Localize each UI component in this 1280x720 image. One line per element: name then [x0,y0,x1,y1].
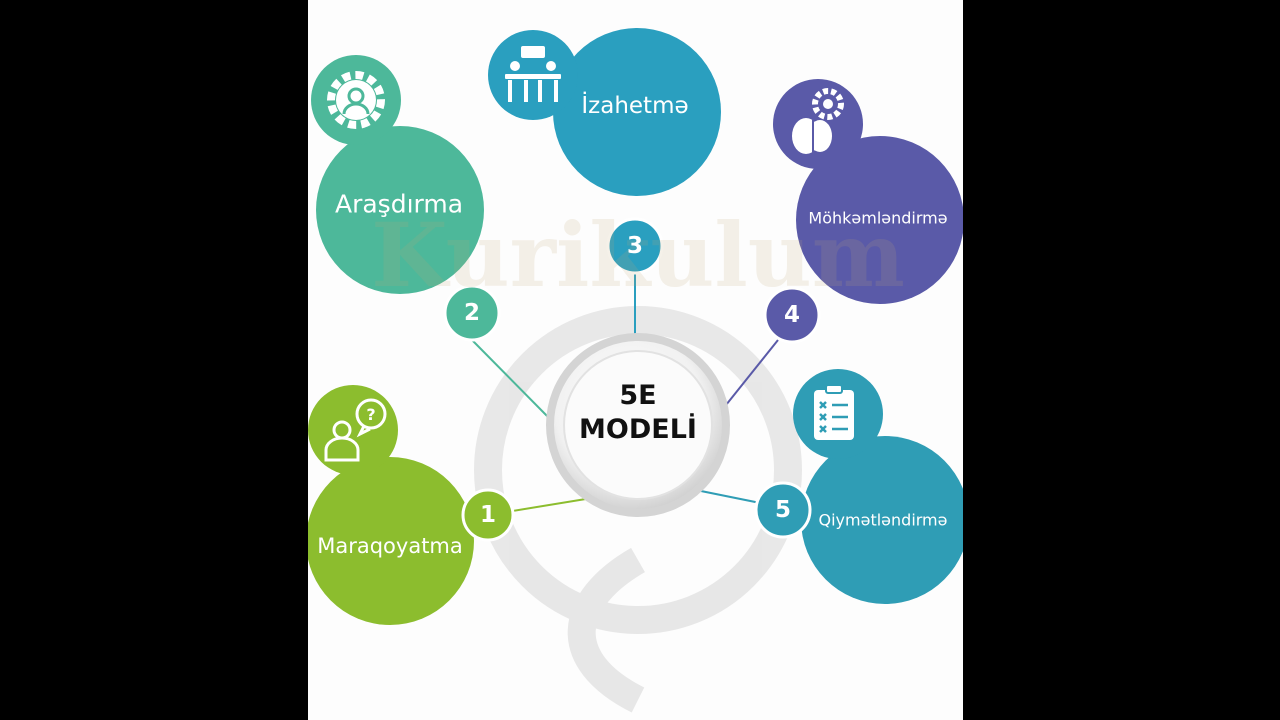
center-title-line2: MODELİ [579,414,697,445]
stage-4-group [763,79,963,344]
center-title-line1: 5E [619,380,657,411]
stage-1-group: ? [308,385,515,625]
stage-5-group [754,369,963,604]
stage-5-label: Qiymətləndirmə [818,510,948,530]
diagram-graphics: ? [308,28,963,713]
stage-3-number: 3 [626,233,644,259]
stage-2-number-circle [443,284,501,342]
watermark-text: Kurikulum [371,203,905,307]
watermark-logo [474,306,802,713]
clipboard-checklist-icon [814,384,854,440]
stage-2-label: Araşdırma [334,189,464,219]
stage-3-group [488,28,721,275]
stage-3-bubble [553,28,721,196]
stage-2-number: 2 [463,300,481,326]
stage-5-number-circle [754,481,812,539]
stage-2-bubble [316,126,484,294]
stage-5-bubble [801,436,963,604]
stage-1-bubble [308,457,474,625]
stage-1-number-circle [461,488,515,542]
discussion-icon [505,46,561,102]
stage-4-number: 4 [783,302,801,328]
svg-text:?: ? [366,405,375,424]
stage-3-label: İzahetmə [581,93,689,119]
stage-5-number: 5 [774,497,792,523]
stage-4-number-circle [763,286,821,344]
brain-gear-icon [792,88,844,154]
stage-1-icon-bubble [308,385,398,475]
stage-4-label: Möhkəmləndirmə [808,208,948,228]
stage-4-bubble [796,136,963,304]
stage-1-label: Maraqoyatma [317,534,463,558]
stage-3-number-circle [606,217,664,275]
stage-1-number: 1 [479,502,497,528]
person-question-icon [324,398,387,462]
center-title: 5E MODELİ [579,379,697,447]
stage-2-group [311,55,501,342]
gear-person-icon [327,71,385,129]
center-hub [546,333,730,517]
diagram-canvas: ? [308,0,963,720]
